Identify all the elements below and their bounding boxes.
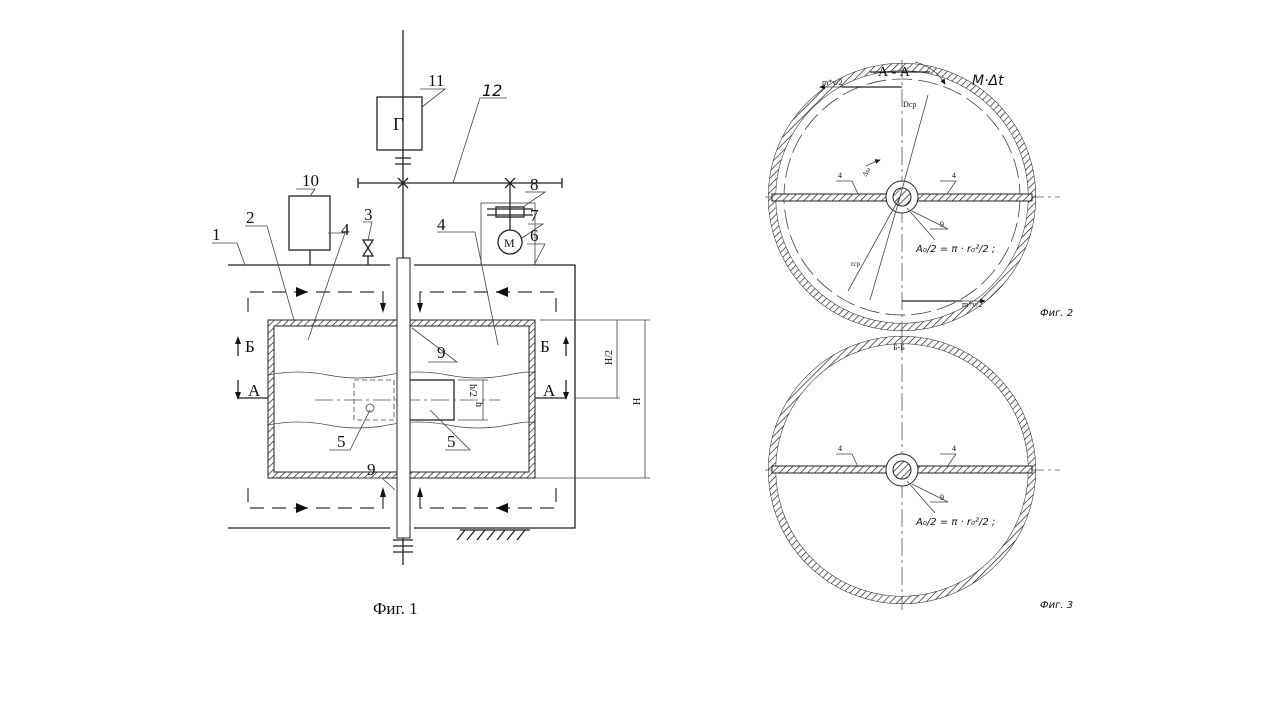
dim-H: H bbox=[632, 398, 643, 405]
fig2-impulse-top: m*v/2 bbox=[822, 78, 842, 87]
section-a-right: А bbox=[543, 381, 556, 400]
section-b-right: Б bbox=[540, 337, 550, 356]
figure-3: Б-Б 4 4 9 A₀/2 = π · r₀²/2 ; Фиг. 3 bbox=[765, 335, 1073, 611]
label-2: 2 bbox=[246, 208, 255, 227]
fig2-label-4-left: 4 bbox=[838, 171, 842, 180]
fig3-formula: A₀/2 = π · r₀²/2 ; bbox=[915, 517, 995, 528]
fig2-formula: A₀/2 = π · r₀²/2 ; bbox=[915, 244, 995, 255]
label-1: 1 bbox=[212, 225, 221, 244]
fig3-section-label: Б-Б bbox=[893, 343, 905, 352]
generator-label: Г bbox=[393, 114, 403, 134]
label-11: 11 bbox=[428, 71, 444, 90]
motor-label: М bbox=[504, 236, 515, 250]
fig3-label-4-left: 4 bbox=[838, 444, 842, 453]
fig2-caption: Фиг. 2 bbox=[1040, 308, 1073, 319]
dim-h-half: h/2 bbox=[467, 384, 478, 397]
fig2-radius: rср bbox=[851, 260, 860, 268]
fig2-section-label: А - А bbox=[878, 65, 911, 80]
label-4-left: 4 bbox=[341, 220, 350, 239]
fig2-diameter: Dср bbox=[903, 100, 916, 109]
fig2-torque: M·Δt bbox=[972, 73, 1004, 89]
label-3: 3 bbox=[364, 205, 373, 224]
label-8: 8 bbox=[530, 175, 539, 194]
tank-box bbox=[288, 195, 331, 251]
figure-2: А - А M·Δt m*v/2 m*v/2 Dср Δω rср 4 4 9 … bbox=[765, 60, 1073, 335]
fig3-caption: Фиг. 3 bbox=[1040, 600, 1073, 611]
dim-H-half: H/2 bbox=[604, 350, 615, 365]
label-9-bottom: 9 bbox=[367, 460, 376, 479]
generator-box bbox=[376, 96, 423, 151]
fig2-label-4-right: 4 bbox=[952, 171, 956, 180]
fig3-label-4-right: 4 bbox=[952, 444, 956, 453]
fig2-label-9: 9 bbox=[940, 220, 944, 229]
label-4-right: 4 bbox=[437, 215, 446, 234]
figure-1: 1 2 3 4 4 5 5 6 7 8 9 9 10 11 12 Г М Б Б… bbox=[212, 30, 650, 618]
fig2-impulse-bottom: m*v/2 bbox=[962, 300, 982, 309]
label-5-right: 5 bbox=[447, 432, 456, 451]
label-6: 6 bbox=[530, 226, 539, 245]
section-a-left: А bbox=[248, 381, 261, 400]
fig2-omega: Δω bbox=[861, 166, 873, 178]
label-12: 12 bbox=[482, 81, 502, 100]
label-5-left: 5 bbox=[337, 432, 346, 451]
section-b-left: Б bbox=[245, 337, 255, 356]
fig1-caption: Фиг. 1 bbox=[373, 599, 418, 618]
label-10: 10 bbox=[302, 171, 319, 190]
dim-h: h bbox=[473, 402, 484, 407]
label-9-top: 9 bbox=[437, 343, 446, 362]
motor-circle bbox=[497, 229, 523, 255]
label-7: 7 bbox=[530, 206, 539, 225]
fig3-label-9: 9 bbox=[940, 493, 944, 502]
shaft bbox=[396, 257, 411, 539]
